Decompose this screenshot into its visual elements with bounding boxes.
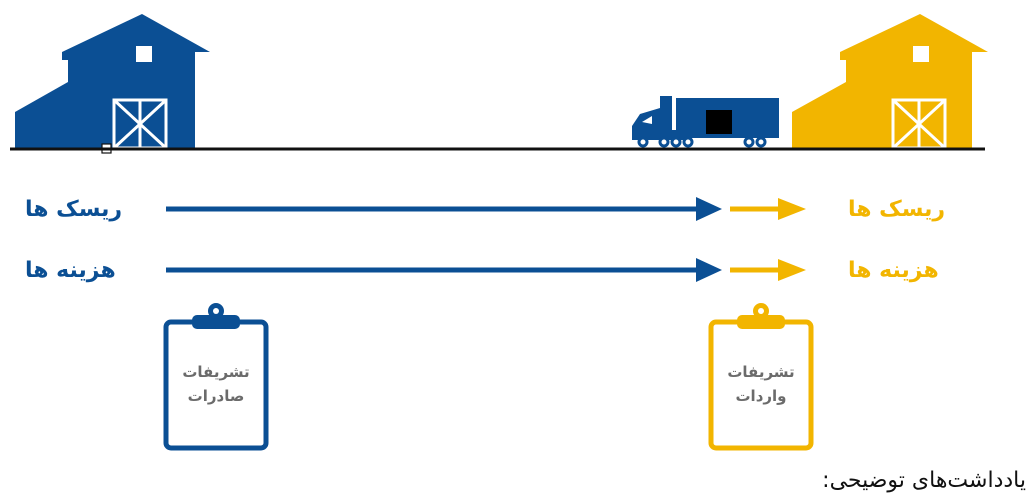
export-warehouse-icon xyxy=(15,14,210,148)
risks-arrow xyxy=(166,197,806,221)
costs-arrow xyxy=(166,258,806,282)
export-clipboard-text: تشریفات صادرات xyxy=(168,360,264,408)
export-risks-label: ریسک ها xyxy=(25,196,122,224)
export-costs-label: هزینه ها xyxy=(25,257,116,285)
import-warehouse-icon xyxy=(792,14,988,148)
export-clipboard-line2: صادرات xyxy=(168,384,264,408)
truck-icon xyxy=(632,96,779,146)
export-clipboard-line1: تشریفات xyxy=(168,360,264,384)
import-clipboard-line1: تشریفات xyxy=(713,360,809,384)
import-clipboard-line2: واردات xyxy=(713,384,809,408)
explanatory-notes-heading: یادداشت‌های توضیحی: xyxy=(746,466,1026,496)
import-risks-label: ریسک ها xyxy=(848,196,945,224)
import-costs-label: هزینه ها xyxy=(848,257,939,285)
import-clipboard-text: تشریفات واردات xyxy=(713,360,809,408)
